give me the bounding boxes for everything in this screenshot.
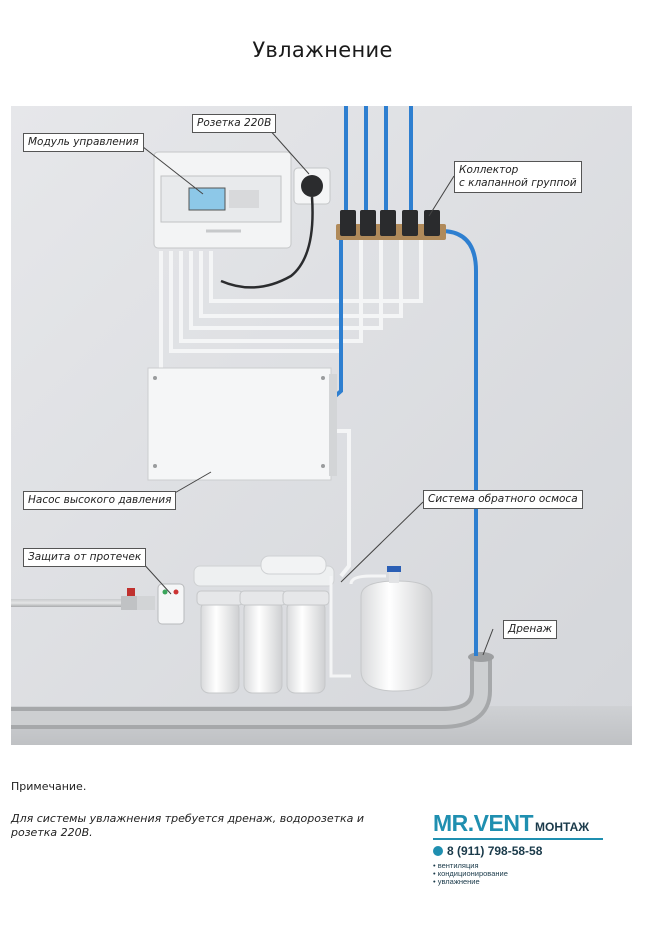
callout-control-module: Модуль управления [23,133,144,152]
callout-collector-line2: с клапанной группой [459,177,577,189]
callout-collector: Коллектор с клапанной группой [454,161,582,193]
contact-phone: 8 (911) 798-58-58 [433,844,542,858]
logo-divider [433,838,603,840]
service-item: кондиционирование [433,870,508,878]
callout-pump: Насос высокого давления [23,491,177,510]
humidification-diagram: Розетка 220В Модуль управления Коллектор… [11,106,632,745]
callout-osmosis: Система обратного осмоса [423,490,583,509]
service-item: вентиляция [433,862,508,870]
phone-icon [433,846,443,856]
note-title: Примечание. [11,780,87,793]
logo-sub-text: МОНТАЖ [535,820,590,834]
callout-collector-line1: Коллектор [459,164,519,176]
phone-number: 8 (911) 798-58-58 [447,844,543,858]
service-item: увлажнение [433,878,508,886]
logo-main-text: MR.VENT [433,810,534,836]
page-title: Увлажнение [252,38,393,62]
callout-leak-protection: Защита от протечек [23,548,147,567]
note-body: Для системы увлажнения требуется дренаж,… [11,812,365,839]
services-list: вентиляция кондиционирование увлажнение [433,862,508,886]
callout-socket: Розетка 220В [192,114,277,133]
callout-drain: Дренаж [503,620,558,639]
